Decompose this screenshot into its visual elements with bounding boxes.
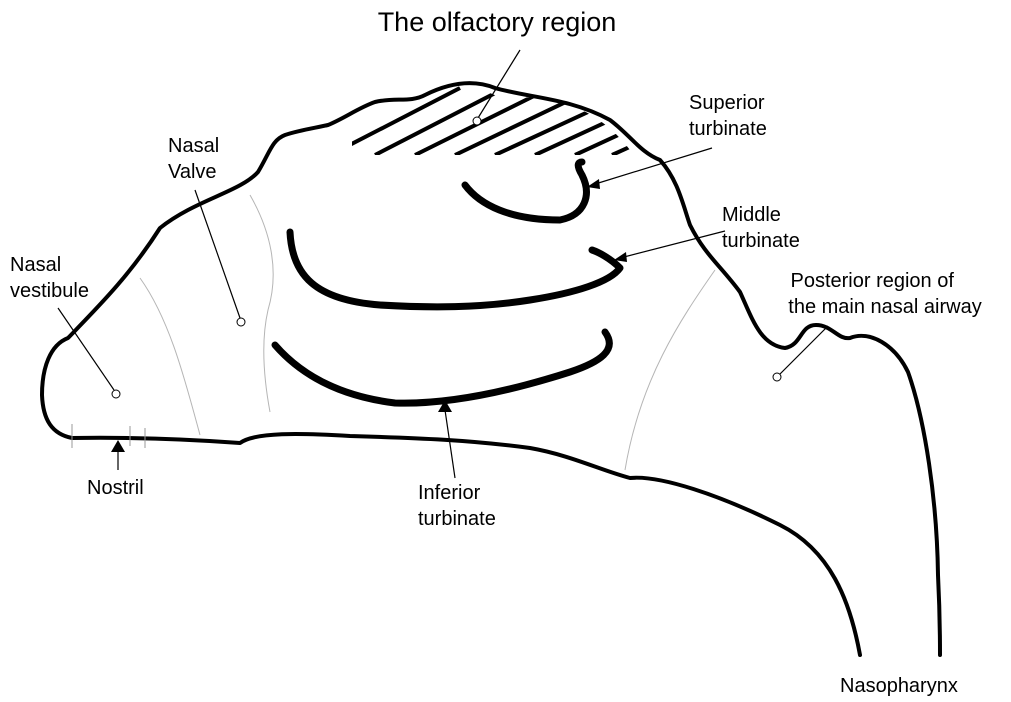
vestibule-boundary-line [140, 278, 200, 435]
nostril-label: Nostril [87, 477, 144, 499]
nostril-arrowhead [111, 440, 125, 452]
nasal-vestibule-pin [112, 390, 120, 398]
nasal-valve-boundary-line [250, 195, 273, 412]
middle-turbinate-label: Middle turbinate [722, 204, 800, 252]
olfactory-pin [473, 117, 481, 125]
nasal-valve-leader [195, 190, 240, 318]
inferior-turbinate-leader [445, 410, 455, 478]
posterior-region-boundary-line [625, 270, 715, 470]
superior-turbinate-leader [592, 148, 712, 185]
inferior-turbinate-shape [275, 332, 609, 403]
superior-turbinate-label: Superior turbinate [689, 92, 770, 140]
posterior-region-label: Posterior region of the main nasal airwa… [788, 270, 981, 318]
posterior-region-pin [773, 373, 781, 381]
nasal-valve-pin [237, 318, 245, 326]
olfactory-region-title: The olfactory region [378, 7, 617, 37]
nasal-valve-label: Nasal Valve [168, 135, 225, 183]
nasal-vestibule-label: Nasal vestibule [10, 254, 89, 302]
inferior-turbinate-label: Inferior turbinate [418, 482, 496, 530]
middle-turbinate-shape [290, 232, 620, 307]
superior-turbinate-shape [465, 162, 586, 220]
nasopharynx-label: Nasopharynx [840, 675, 958, 697]
